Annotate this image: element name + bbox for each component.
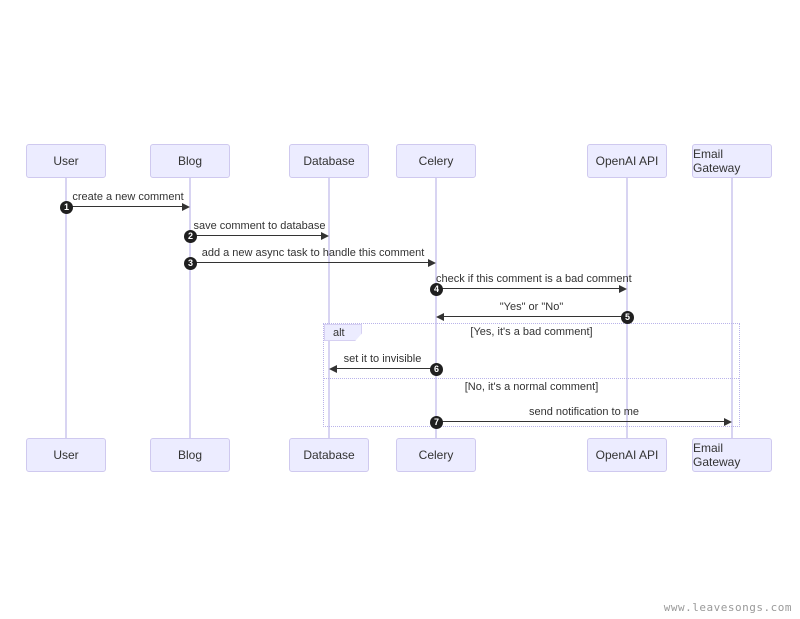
lifeline-blog — [189, 178, 191, 438]
arrowhead-7 — [724, 418, 732, 426]
message-label-5: "Yes" or "No" — [499, 301, 564, 313]
message-label-4: check if this comment is a bad comment — [436, 273, 632, 285]
alt-condition-no: [No, it's a normal comment] — [464, 381, 599, 393]
message-label-2: save comment to database — [193, 220, 326, 232]
message-line-1 — [66, 206, 183, 207]
actor-box-blog-bottom: Blog — [150, 438, 230, 472]
lifeline-user — [65, 178, 67, 438]
arrowhead-6 — [329, 365, 337, 373]
alt-frame: alt [Yes, it's a bad comment] [No, it's … — [323, 323, 740, 427]
alt-condition-yes: [Yes, it's a bad comment] — [470, 326, 593, 338]
watermark-url: www.leavesongs.com — [663, 601, 792, 614]
arrowhead-1 — [182, 203, 190, 211]
lifeline-openai-api — [626, 178, 628, 438]
arrowhead-5 — [436, 313, 444, 321]
actor-box-celery-bottom: Celery — [396, 438, 476, 472]
message-label-1: create a new comment — [72, 191, 184, 203]
sequence-number-6: 6 — [430, 363, 443, 376]
actor-box-celery-top: Celery — [396, 144, 476, 178]
actor-box-email-gateway-bottom: Email Gateway — [692, 438, 772, 472]
lifeline-database — [328, 178, 330, 438]
message-label-7: send notification to me — [528, 406, 640, 418]
actor-box-database-top: Database — [289, 144, 369, 178]
sequence-number-7: 7 — [430, 416, 443, 429]
alt-frame-label: alt — [324, 324, 362, 341]
actor-box-user-bottom: User — [26, 438, 106, 472]
actor-box-openai-api-bottom: OpenAI API — [587, 438, 667, 472]
sequence-number-1: 1 — [60, 201, 73, 214]
actor-box-blog-top: Blog — [150, 144, 230, 178]
message-line-5 — [444, 316, 627, 317]
actor-box-email-gateway-top: Email Gateway — [692, 144, 772, 178]
message-line-3 — [190, 262, 428, 263]
arrowhead-3 — [428, 259, 436, 267]
message-line-4 — [436, 288, 619, 289]
message-label-6: set it to invisible — [343, 353, 422, 365]
arrowhead-2 — [321, 232, 329, 240]
sequence-number-2: 2 — [184, 230, 197, 243]
message-line-6 — [337, 368, 436, 369]
message-line-2 — [190, 235, 321, 236]
lifeline-celery — [435, 178, 437, 438]
message-label-3: add a new async task to handle this comm… — [201, 247, 425, 259]
sequence-number-5: 5 — [621, 311, 634, 324]
lifeline-email-gateway — [731, 178, 733, 438]
arrowhead-4 — [619, 285, 627, 293]
alt-frame-divider — [324, 378, 739, 379]
actor-box-database-bottom: Database — [289, 438, 369, 472]
message-line-7 — [436, 421, 724, 422]
actor-box-user-top: User — [26, 144, 106, 178]
sequence-number-3: 3 — [184, 257, 197, 270]
actor-box-openai-api-top: OpenAI API — [587, 144, 667, 178]
sequence-number-4: 4 — [430, 283, 443, 296]
